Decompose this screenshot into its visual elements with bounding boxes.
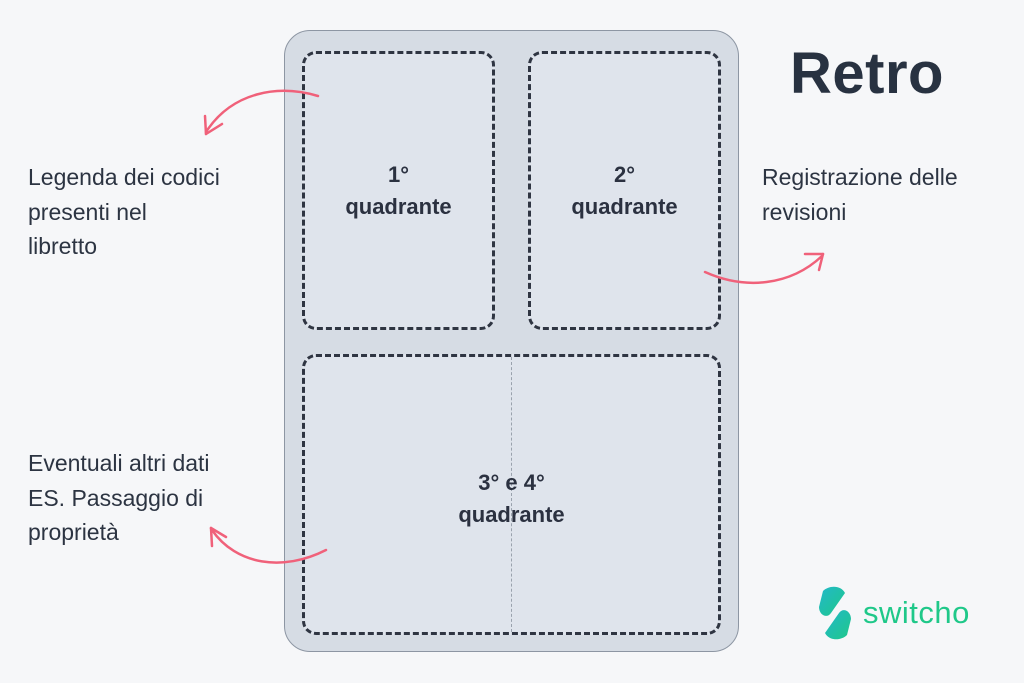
note-line: Eventuali altri dati [28, 450, 210, 476]
note-legend-codes: Legenda dei codici presenti nel libretto [28, 160, 220, 264]
quadrant-1: 1° quadrante [302, 51, 495, 330]
note-line: Legenda dei codici [28, 164, 220, 190]
note-revisions: Registrazione delle revisioni [762, 160, 958, 229]
note-line: ES. Passaggio di [28, 484, 204, 511]
quadrant-3-4-label: 3° e 4° quadrante [458, 467, 564, 531]
note-line: proprietà [28, 519, 119, 545]
quadrant-3-4-word: quadrante [458, 501, 565, 527]
quadrant-3-4-divider [511, 357, 512, 632]
quadrant-1-number: 1° [387, 161, 410, 187]
switcho-logo-icon [819, 586, 851, 640]
switcho-logo: switcho [815, 585, 970, 641]
note-line: libretto [28, 233, 98, 259]
page-title: Retro [790, 41, 944, 106]
note-line: presenti nel [28, 198, 147, 225]
note-other-data: Eventuali altri dati ES. Passaggio di pr… [28, 446, 210, 550]
note-line: revisioni [762, 198, 847, 225]
note-line: Registrazione delle [762, 164, 958, 190]
quadrant-1-label: 1° quadrante [345, 159, 451, 223]
quadrant-2: 2° quadrante [528, 51, 721, 330]
logo-text: switcho [863, 595, 970, 630]
quadrant-1-word: quadrante [345, 193, 452, 219]
quadrant-3-4-number: 3° e 4° [478, 469, 545, 495]
quadrant-2-label: 2° quadrante [571, 159, 677, 223]
quadrant-2-word: quadrante [571, 193, 678, 219]
quadrant-2-number: 2° [613, 161, 636, 187]
